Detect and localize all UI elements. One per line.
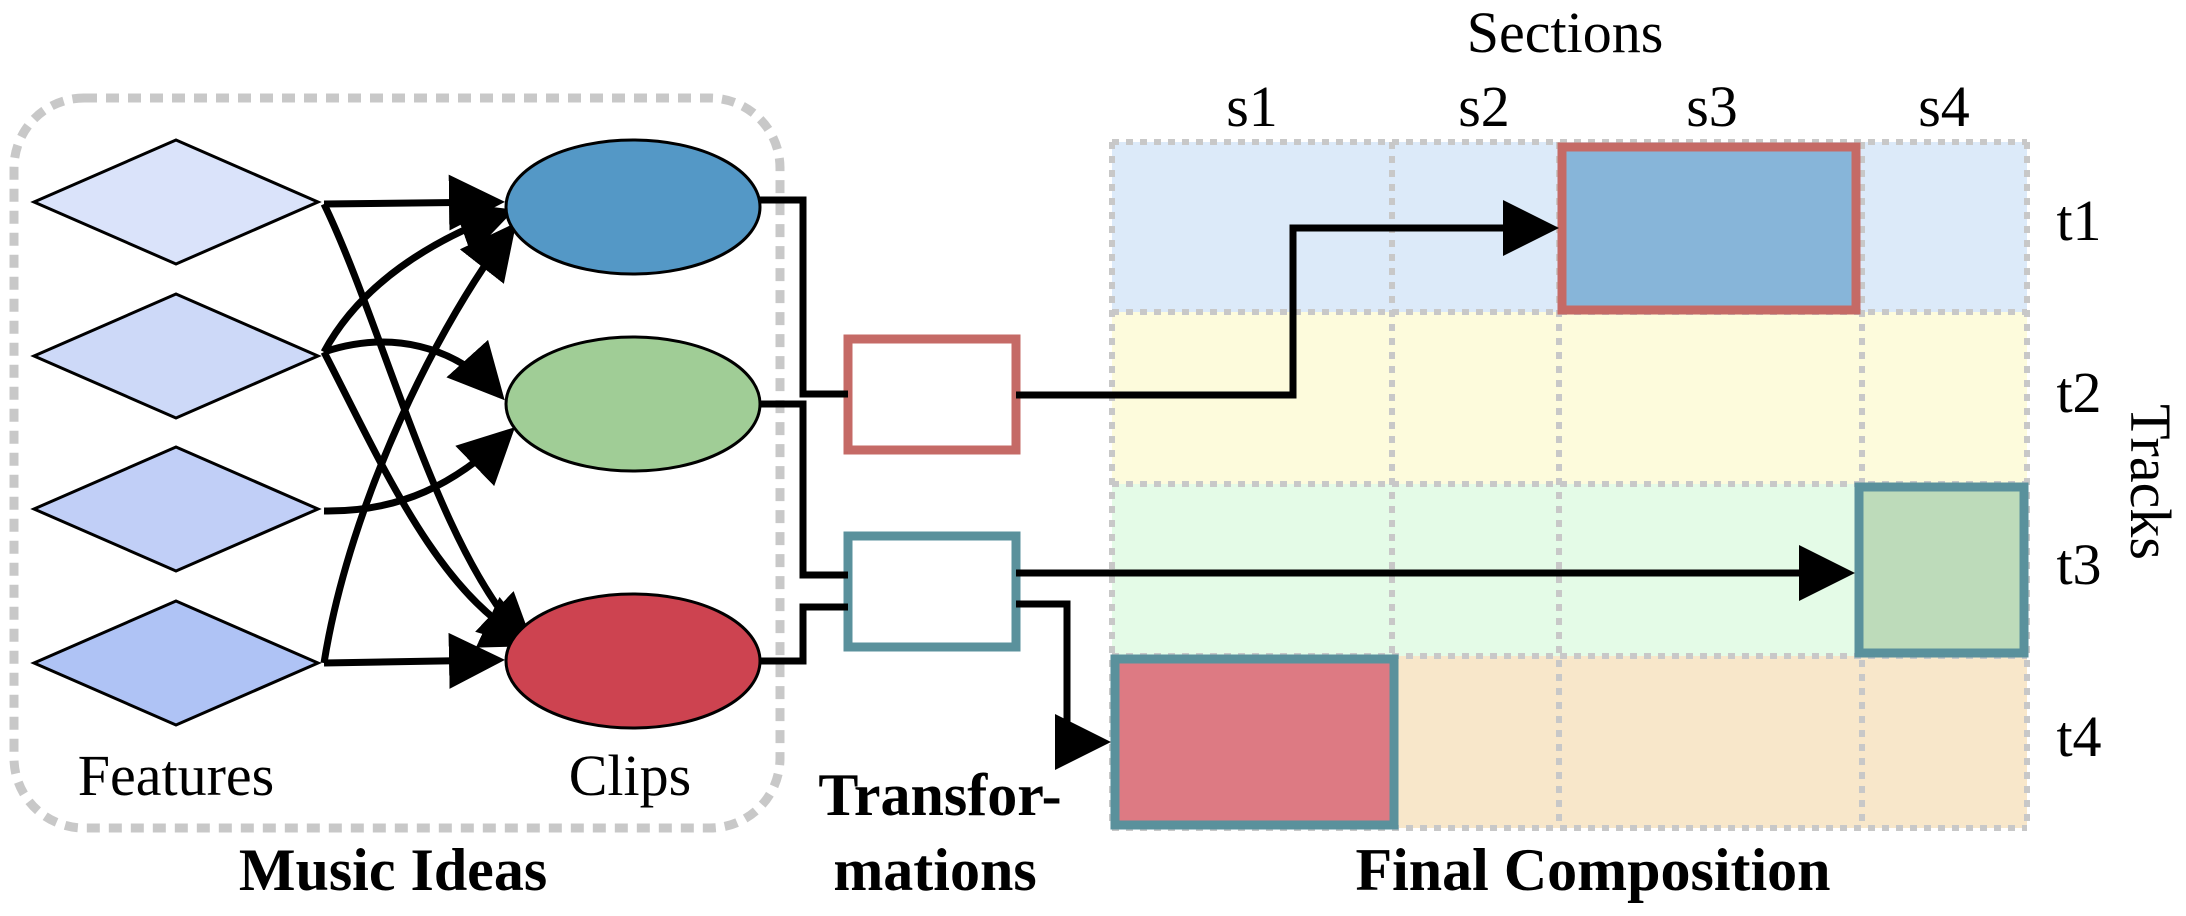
music-ideas-group-border	[9, 93, 785, 833]
arrow-f4-clip-red	[323, 632, 505, 689]
connector-clip-green-to-teal-transform	[760, 400, 848, 579]
track-label-t4: t4	[2056, 704, 2101, 769]
clip-green	[504, 335, 762, 473]
arrow-f2-clip-blue	[320, 202, 515, 354]
feature-diamond-2	[30, 292, 322, 420]
placed-block-t4-s1	[1110, 654, 1399, 830]
feature-diamond-3	[30, 445, 322, 573]
section-label-s4: s4	[1918, 74, 1970, 139]
placed-block-t3-s4	[1854, 482, 2029, 658]
arrow-f2-clip-red	[320, 350, 539, 648]
section-label-s3: s3	[1686, 74, 1738, 139]
transformation-box-red	[843, 334, 1021, 455]
features-label: Features	[78, 743, 275, 808]
arrow-red-transform-to-t1-s3	[1016, 200, 1559, 399]
connector-clip-red-to-teal-transform	[760, 603, 848, 665]
feature-diamond-1	[30, 138, 322, 266]
sections-axis-label: Sections	[1467, 0, 1664, 65]
track-label-t1: t1	[2056, 188, 2101, 253]
track-label-t3: t3	[2056, 532, 2101, 597]
arrow-f4-clip-blue	[320, 222, 517, 664]
clips-label: Clips	[569, 743, 692, 808]
arrow-f2-clip-green	[322, 338, 505, 401]
section-label-s2: s2	[1458, 74, 1510, 139]
arrow-f1-clip-blue	[323, 174, 505, 231]
final-composition-title: Final Composition	[1355, 837, 1830, 903]
transformation-box-teal	[843, 531, 1021, 652]
arrow-f1-clip-red	[320, 202, 536, 650]
arrow-f3-clip-green	[323, 427, 516, 515]
connector-clip-blue-to-red-transform	[760, 196, 848, 398]
clip-red	[504, 592, 762, 730]
arrow-teal-transform-to-t4-s1	[1016, 600, 1111, 770]
clip-blue	[504, 138, 762, 276]
music-ideas-title: Music Ideas	[239, 837, 547, 903]
section-label-s1: s1	[1226, 74, 1278, 139]
placed-block-t1-s3	[1557, 142, 1861, 315]
transformations-title-line2: mations	[833, 837, 1036, 903]
transformations-title-line1: Transfor-	[818, 762, 1061, 828]
track-label-t2: t2	[2056, 360, 2101, 425]
tracks-axis-label: Tracks	[2118, 404, 2183, 560]
feature-diamond-4	[30, 599, 322, 727]
